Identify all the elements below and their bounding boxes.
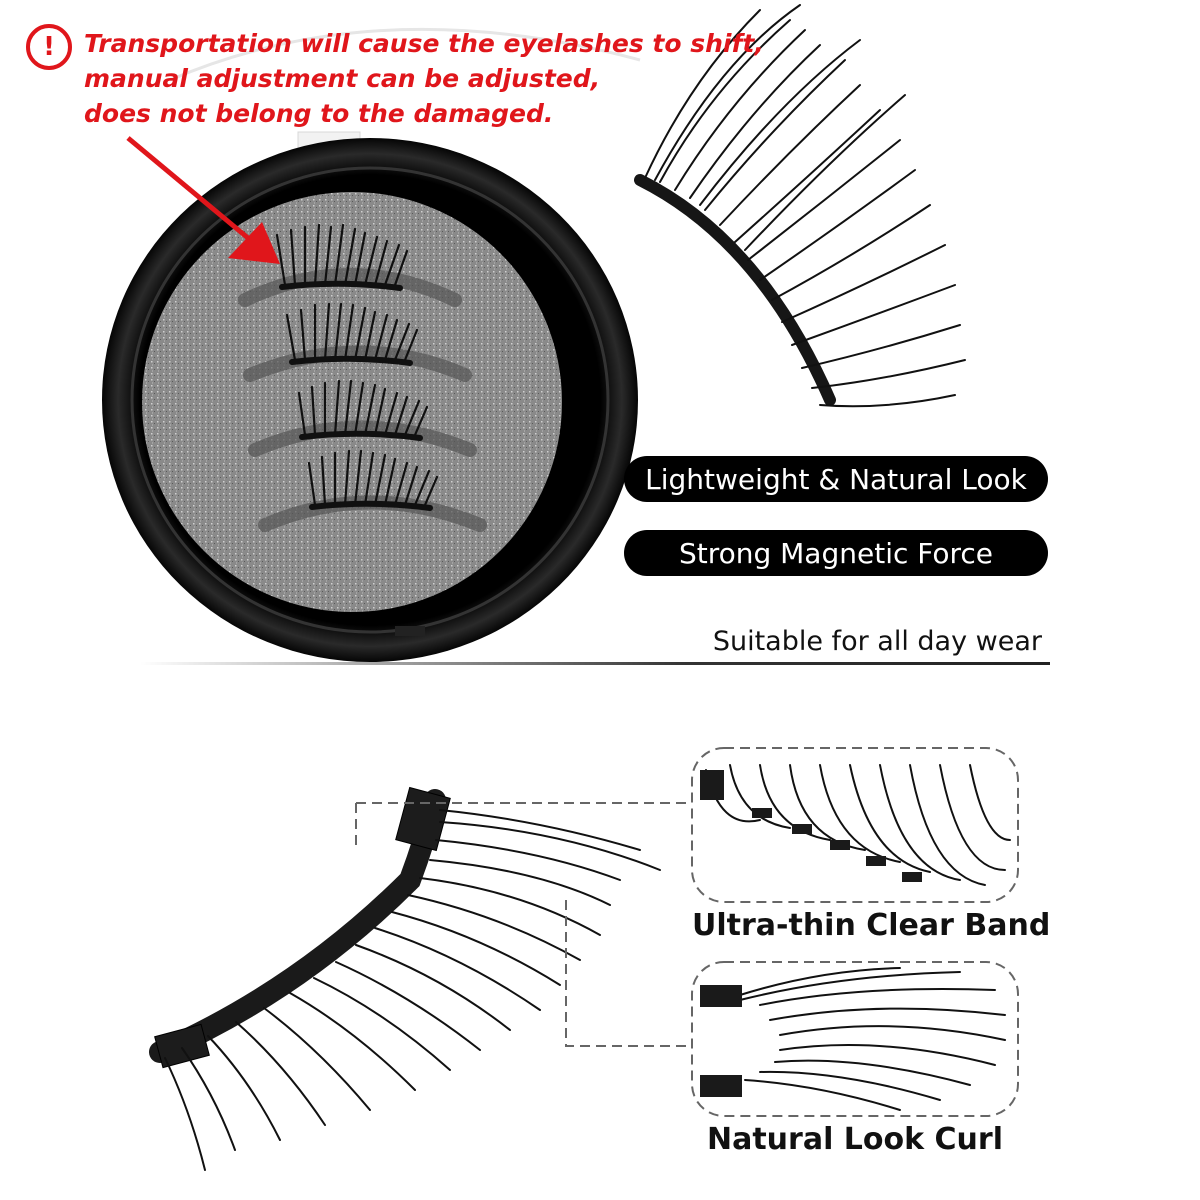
divider-line — [140, 662, 1050, 665]
lashes-in-case — [238, 223, 487, 532]
detail-connector — [355, 802, 692, 1047]
all-day-caption: Suitable for all day wear — [712, 626, 1042, 657]
feature-pill-lightweight: Lightweight & Natural Look — [624, 456, 1048, 502]
warning-line: Transportation will cause the eyelashes … — [84, 29, 764, 58]
feature-pill-magnetic: Strong Magnetic Force — [624, 530, 1048, 576]
curl-detail-box — [691, 961, 1019, 1117]
band-label: Ultra-thin Clear Band — [692, 908, 1051, 943]
warning-icon: ! — [26, 24, 72, 70]
curl-label: Natural Look Curl — [706, 1122, 1003, 1157]
magnetic-lash-case — [102, 138, 638, 662]
single-lash-top — [634, 4, 966, 408]
red-arrow-icon — [126, 136, 280, 264]
warning-line: manual adjustment can be adjusted, — [84, 64, 601, 93]
shipping-warning: Transportation will cause the eyelashes … — [84, 26, 764, 131]
warning-line: does not belong to the damaged. — [84, 99, 554, 128]
band-detail-box — [691, 747, 1019, 903]
single-lash-bottom — [149, 786, 661, 1171]
